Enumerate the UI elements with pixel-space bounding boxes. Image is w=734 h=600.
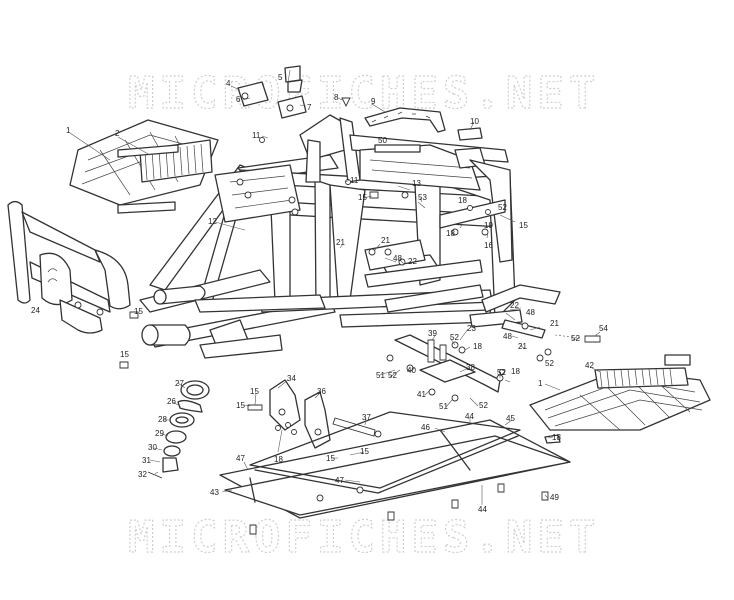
callout-50: 50: [378, 136, 387, 145]
callout-18c: 18: [473, 342, 482, 351]
callout-39: 39: [428, 329, 437, 338]
callout-54: 54: [599, 324, 608, 333]
callout-1: 1: [66, 126, 71, 135]
callout-49: 49: [550, 493, 559, 502]
left-footrest: [69, 119, 219, 214]
callout-15e: 15: [250, 387, 259, 396]
callout-48c: 48: [503, 332, 512, 341]
main-frame: [139, 114, 523, 359]
callout-52c: 52: [545, 359, 554, 368]
callout-15g: 15: [326, 454, 335, 463]
callout-52d: 52: [450, 333, 459, 342]
callout-51b: 51: [439, 402, 448, 411]
callout-21b: 21: [381, 236, 390, 245]
callout-21d: 21: [518, 342, 527, 351]
callout-18d: 18: [511, 367, 520, 376]
callout-16: 16: [484, 241, 493, 250]
callout-18f: 18: [552, 433, 561, 442]
callout-18e: 18: [274, 455, 283, 464]
callout-29: 29: [155, 429, 164, 438]
callout-47b: 47: [335, 476, 344, 485]
callout-23: 23: [467, 324, 476, 333]
callout-52g: 52: [479, 401, 488, 410]
callout-45: 45: [506, 414, 515, 423]
callout-43: 43: [210, 488, 219, 497]
callout-46: 46: [421, 423, 430, 432]
callout-15d: 15: [120, 350, 129, 359]
callout-44a: 44: [465, 412, 474, 421]
skid-plate: [219, 411, 571, 535]
callout-22b: 22: [510, 301, 519, 310]
callout-52e: 52: [388, 371, 397, 380]
callout-26: 26: [167, 397, 176, 406]
callout-53: 53: [418, 193, 427, 202]
right-hardware: [439, 199, 601, 343]
callout-labels: 1 2 4 5 6 7 8 9 10 11 11 12 13 15 50 18 …: [31, 73, 608, 514]
callout-52f: 52: [497, 368, 506, 377]
callout-21a: 21: [336, 238, 345, 247]
callout-7: 7: [307, 103, 312, 112]
callout-5: 5: [278, 73, 283, 82]
callout-48b: 48: [526, 308, 535, 317]
callout-34: 34: [287, 374, 296, 383]
callout-27: 27: [175, 379, 184, 388]
callout-36: 36: [317, 387, 326, 396]
callout-19: 19: [484, 221, 493, 230]
watermark-bottom: MICROFICHES.NET: [128, 512, 600, 563]
callout-8: 8: [334, 93, 339, 102]
callout-11a: 11: [252, 131, 261, 140]
callout-22a: 22: [408, 257, 417, 266]
top-small-parts: [237, 65, 483, 153]
right-footrest: [529, 354, 711, 444]
callout-15b: 15: [519, 221, 528, 230]
callout-15f: 15: [236, 401, 245, 410]
callout-40: 40: [407, 366, 416, 375]
callout-51a: 51: [376, 371, 385, 380]
callout-12: 12: [208, 217, 217, 226]
callout-37: 37: [362, 413, 371, 422]
callout-1b: 1: [538, 379, 543, 388]
callout-13: 13: [412, 179, 421, 188]
watermark-top: MICROFICHES.NET: [128, 68, 600, 119]
mid-hardware: [386, 334, 504, 402]
callout-21c: 21: [550, 319, 559, 328]
callout-18a: 18: [458, 196, 467, 205]
callout-52a: 52: [498, 203, 507, 212]
callout-18b: 18: [446, 229, 455, 238]
callout-47a: 47: [236, 454, 245, 463]
callout-10: 10: [470, 117, 479, 126]
callout-41: 41: [417, 390, 426, 399]
callout-48a: 48: [393, 254, 402, 263]
callout-6: 6: [236, 95, 241, 104]
callout-42: 42: [585, 361, 594, 370]
leader-lines: [69, 69, 601, 505]
callout-9: 9: [371, 97, 376, 106]
callout-52b: 52: [571, 334, 580, 343]
callout-15c: 15: [134, 307, 143, 316]
callout-4: 4: [226, 79, 231, 88]
callout-31: 31: [142, 456, 151, 465]
callout-28: 28: [158, 415, 167, 424]
callout-24: 24: [31, 306, 40, 315]
callout-32: 32: [138, 470, 147, 479]
front-bumper: [7, 200, 131, 334]
callout-2: 2: [115, 129, 120, 138]
callout-30: 30: [148, 443, 157, 452]
callout-44b: 44: [478, 505, 487, 514]
callout-15a: 15: [358, 193, 367, 202]
callout-11b: 11: [350, 176, 359, 185]
callout-15h: 15: [360, 447, 369, 456]
hub-parts: [147, 380, 210, 479]
callout-38: 38: [466, 363, 475, 372]
